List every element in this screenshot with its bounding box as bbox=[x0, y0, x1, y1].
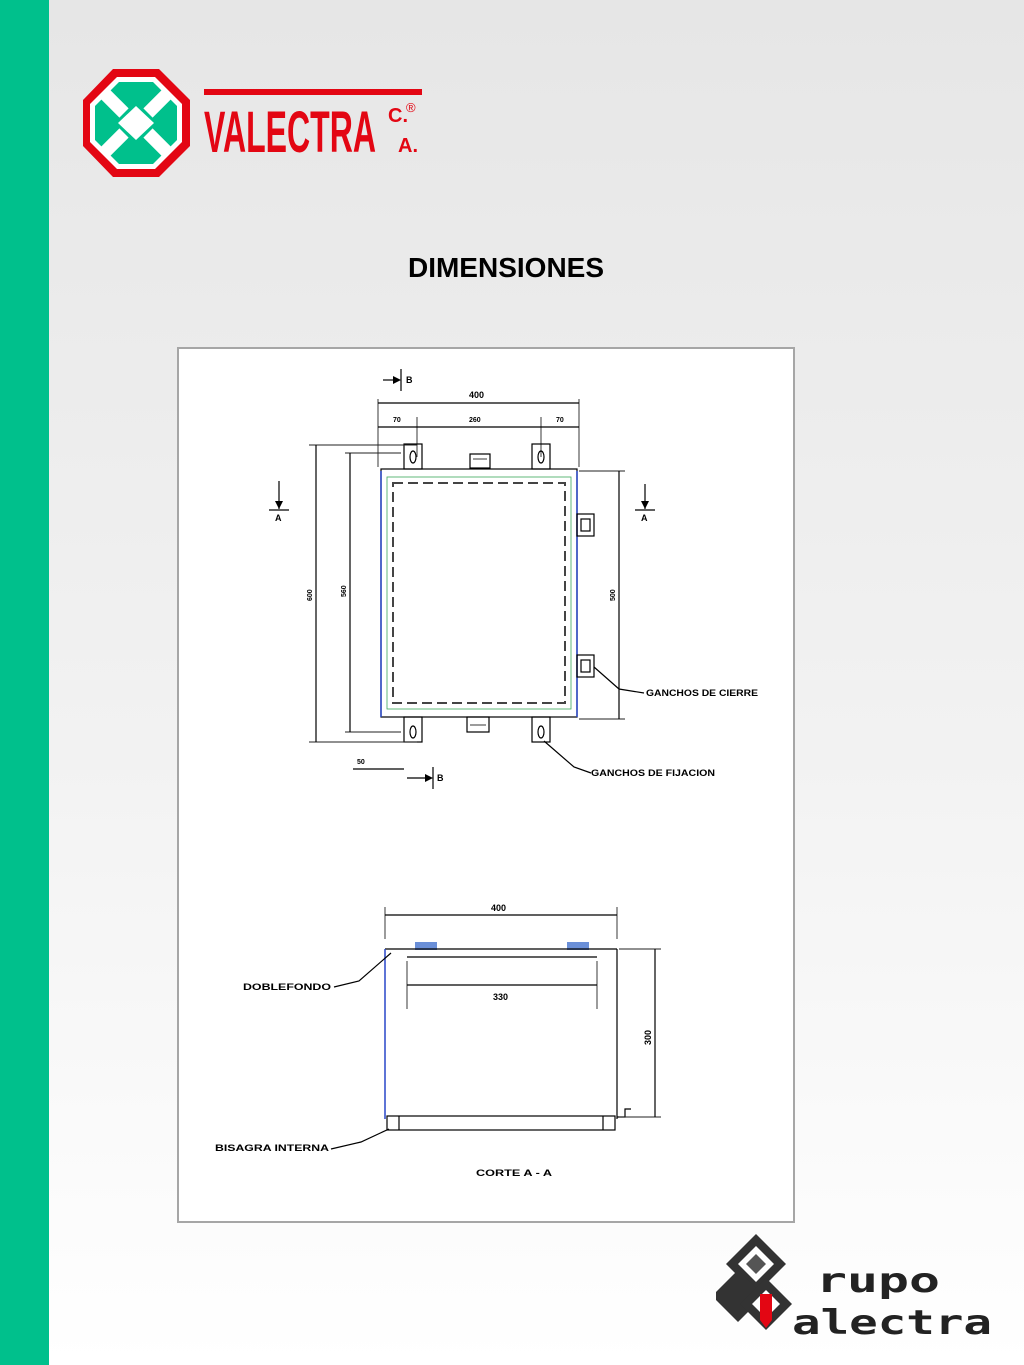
section-mark-a-right: A bbox=[641, 513, 648, 523]
dim-total-width: 400 bbox=[469, 390, 484, 400]
label-ganchos-fijacion: GANCHOS DE FIJACION bbox=[591, 768, 715, 778]
grupo-valectra-logo: rupo alectra bbox=[712, 1230, 996, 1343]
section-mark-b-bottom: B bbox=[437, 773, 444, 783]
group-logo-line2: alectra bbox=[792, 1303, 992, 1342]
dim-inner-width: 330 bbox=[493, 992, 508, 1002]
group-logo-line1: rupo bbox=[816, 1261, 940, 1301]
label-bisagra: BISAGRA INTERNA bbox=[215, 1143, 330, 1153]
dim-total-height: 600 bbox=[307, 589, 314, 601]
label-corte: CORTE A - A bbox=[476, 1168, 553, 1178]
brand-suffix-a: A. bbox=[398, 135, 418, 157]
front-view: B 400 70 260 70 bbox=[269, 369, 758, 789]
dim-right-height: 500 bbox=[610, 589, 617, 601]
label-ganchos-cierre: GANCHOS DE CIERRE bbox=[646, 688, 758, 698]
dim-center-span: 260 bbox=[469, 417, 481, 424]
section-mark-a-left: A bbox=[275, 513, 282, 523]
page-title: DIMENSIONES bbox=[407, 252, 605, 283]
green-side-bar bbox=[0, 0, 49, 1365]
dim-section-width: 400 bbox=[491, 903, 506, 913]
label-doblefondo: DOBLEFONDO bbox=[243, 982, 331, 992]
section-view: 400 330 300 DOBLEFONDO bbox=[215, 903, 661, 1178]
dim-section-height: 300 bbox=[643, 1030, 653, 1045]
dim-bottom-offset: 50 bbox=[357, 759, 365, 766]
dim-inner-height: 560 bbox=[341, 585, 348, 597]
technical-drawing: B 400 70 260 70 bbox=[177, 347, 795, 1223]
dim-right-offset: 70 bbox=[556, 417, 564, 424]
brand-suffix-c: C. bbox=[388, 105, 408, 127]
dim-left-offset: 70 bbox=[393, 417, 401, 424]
section-mark-b-top: B bbox=[406, 375, 413, 385]
valectra-logo: VALECTRA C. A. ® bbox=[80, 66, 430, 182]
registered-mark: ® bbox=[406, 100, 416, 115]
brand-name: VALECTRA bbox=[204, 100, 376, 165]
